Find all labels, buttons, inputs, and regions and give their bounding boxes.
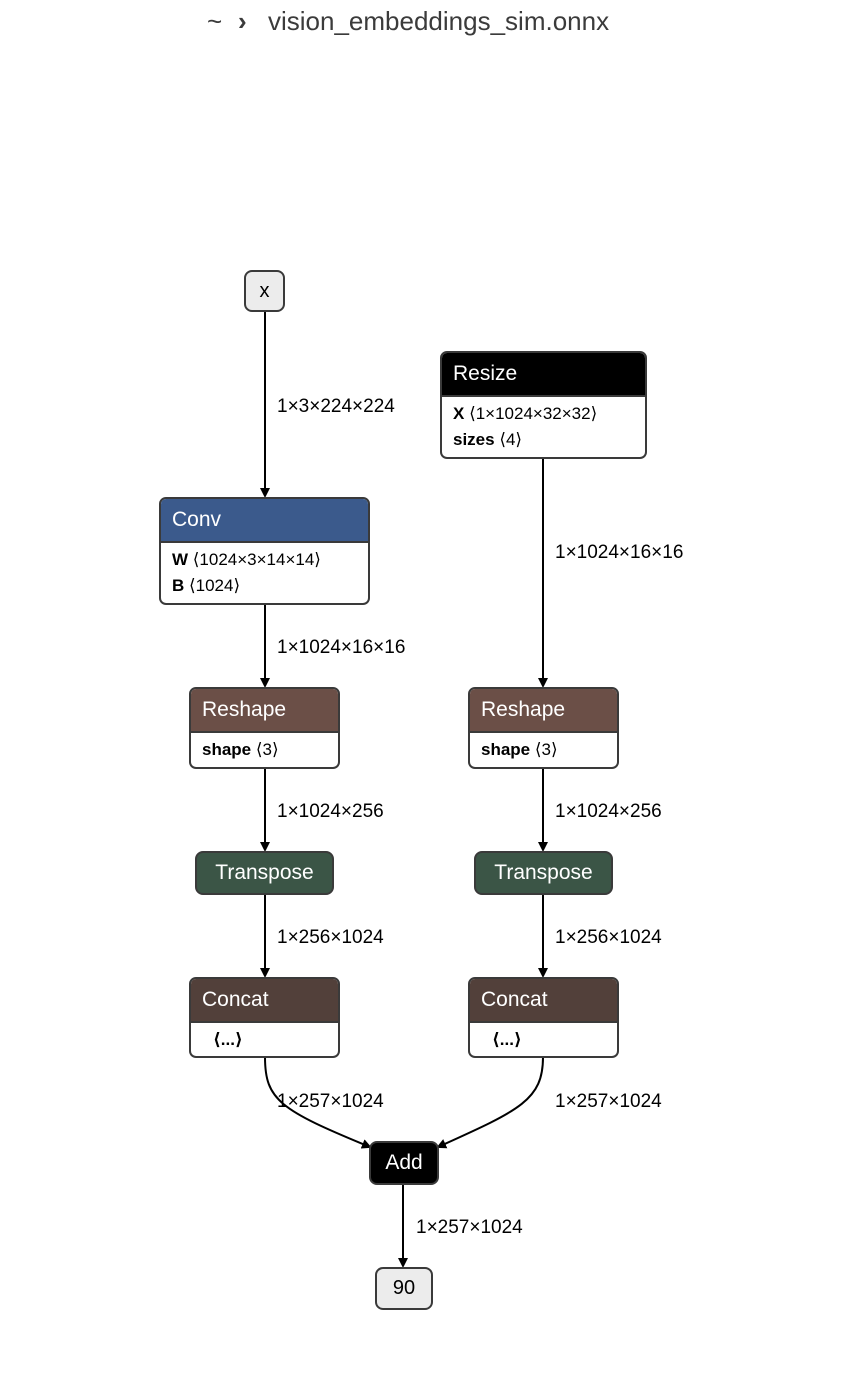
chevron-right-icon: › <box>238 6 247 36</box>
concat-left-header: Concat <box>191 979 338 1021</box>
resize-header: Resize <box>442 353 645 395</box>
edge-label-reshape-transpose-right: 1×1024×256 <box>555 801 662 822</box>
reshape-node-left[interactable]: Reshape shape ⟨3⟩ <box>189 687 340 769</box>
concat-right-attributes: ⟨...⟩ <box>470 1021 617 1053</box>
reshape-right-attr-shape: shape ⟨3⟩ <box>481 740 558 759</box>
reshape-left-header: Reshape <box>191 689 338 731</box>
edge-label-resize-reshape: 1×1024×16×16 <box>555 542 684 563</box>
conv-attributes: W ⟨1024×3×14×14⟩ B ⟨1024⟩ <box>161 541 368 599</box>
transpose-left-op-label: Transpose <box>215 861 314 884</box>
conv-op-label: Conv <box>172 508 222 531</box>
reshape-node-right[interactable]: Reshape shape ⟨3⟩ <box>468 687 619 769</box>
edge-label-reshape-transpose-left: 1×1024×256 <box>277 801 384 822</box>
concat-node-right[interactable]: Concat ⟨...⟩ <box>468 977 619 1058</box>
edge-concat-add-right <box>436 1056 544 1149</box>
reshape-left-attributes: shape ⟨3⟩ <box>191 731 338 763</box>
concat-left-attributes: ⟨...⟩ <box>191 1021 338 1053</box>
concat-right-header: Concat <box>470 979 617 1021</box>
resize-op-label: Resize <box>453 362 518 385</box>
concat-node-left[interactable]: Concat ⟨...⟩ <box>189 977 340 1058</box>
home-crumb[interactable]: ~ <box>207 6 223 36</box>
output-node-90[interactable]: 90 <box>375 1267 433 1310</box>
edge-concat-add-left <box>264 1056 372 1149</box>
conv-attr-b: B ⟨1024⟩ <box>172 576 241 595</box>
reshape-right-attributes: shape ⟨3⟩ <box>470 731 617 763</box>
conv-header: Conv <box>161 499 368 541</box>
transpose-node-right[interactable]: Transpose <box>474 851 613 895</box>
concat-right-op-label: Concat <box>481 988 548 1011</box>
edge-label-conv-reshape: 1×1024×16×16 <box>277 637 406 658</box>
conv-attr-w: W ⟨1024×3×14×14⟩ <box>172 550 321 569</box>
concat-right-attr-inputs: ⟨...⟩ <box>492 1030 522 1049</box>
edge-label-transpose-concat-left: 1×256×1024 <box>277 927 384 948</box>
input-node-label: x <box>259 279 270 302</box>
transpose-node-left[interactable]: Transpose <box>195 851 334 895</box>
resize-attr-sizes: sizes ⟨4⟩ <box>453 430 523 449</box>
reshape-left-attr-shape: shape ⟨3⟩ <box>202 740 279 759</box>
breadcrumb: ~ › vision_embeddings_sim.onnx <box>0 0 862 48</box>
edge-label-x-conv: 1×3×224×224 <box>277 396 395 417</box>
edge-label-concat-add-left: 1×257×1024 <box>277 1091 384 1112</box>
resize-node[interactable]: Resize X ⟨1×1024×32×32⟩ sizes ⟨4⟩ <box>440 351 647 459</box>
add-node[interactable]: Add <box>369 1141 439 1185</box>
reshape-right-header: Reshape <box>470 689 617 731</box>
output-node-label: 90 <box>392 1277 416 1299</box>
input-node-x[interactable]: x <box>244 270 285 312</box>
resize-attributes: X ⟨1×1024×32×32⟩ sizes ⟨4⟩ <box>442 395 645 453</box>
concat-left-attr-inputs: ⟨...⟩ <box>213 1030 243 1049</box>
add-op-label: Add <box>385 1151 423 1174</box>
reshape-right-op-label: Reshape <box>481 698 566 721</box>
file-name-crumb[interactable]: vision_embeddings_sim.onnx <box>268 6 610 36</box>
resize-attr-x: X ⟨1×1024×32×32⟩ <box>453 404 598 423</box>
edge-label-add-output: 1×257×1024 <box>416 1217 523 1238</box>
conv-node[interactable]: Conv W ⟨1024×3×14×14⟩ B ⟨1024⟩ <box>159 497 370 605</box>
concat-left-op-label: Concat <box>202 988 269 1011</box>
edge-label-concat-add-right: 1×257×1024 <box>555 1091 662 1112</box>
reshape-left-op-label: Reshape <box>202 698 287 721</box>
edge-label-transpose-concat-right: 1×256×1024 <box>555 927 662 948</box>
transpose-right-op-label: Transpose <box>494 861 593 884</box>
